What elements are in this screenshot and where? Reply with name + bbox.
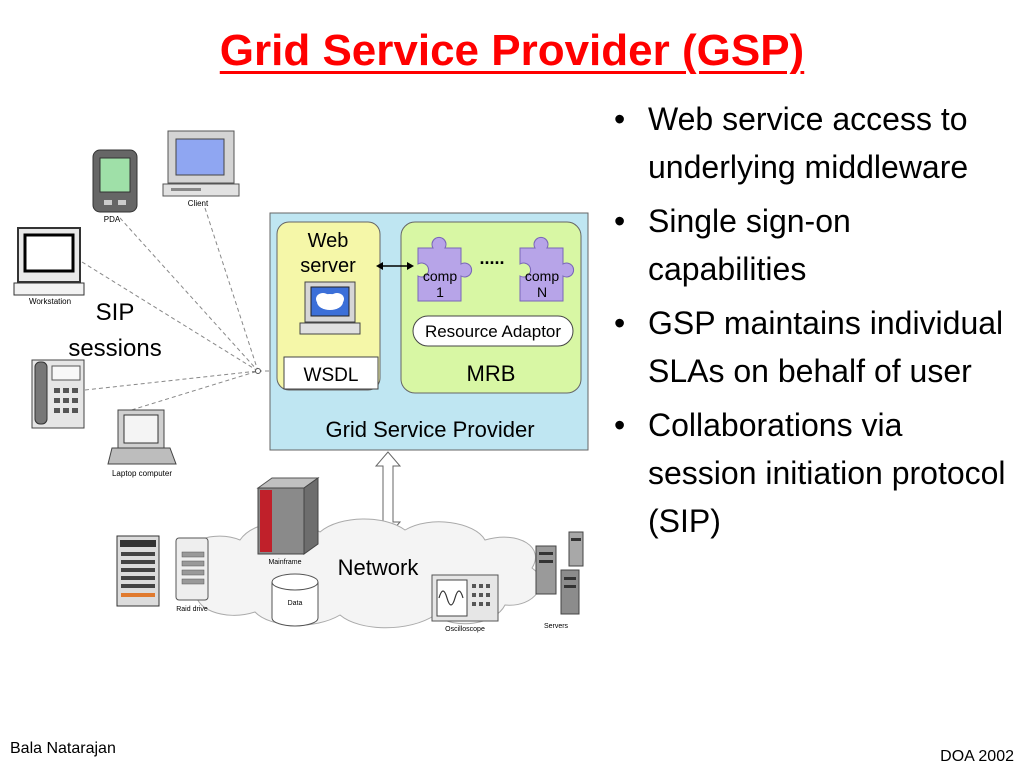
data-label: Data: [288, 600, 303, 607]
network-label: Network: [338, 555, 420, 580]
servers-label: Servers: [544, 623, 569, 630]
bullet-marker: •: [614, 305, 626, 341]
compN-label-line1: comp: [525, 268, 559, 284]
gsp-box-label: Grid Service Provider: [325, 417, 534, 442]
sip-line-pda: [119, 217, 259, 372]
sip-hub-point: [255, 368, 261, 374]
raid-drive-icon: [175, 537, 209, 601]
mainframe-label: Mainframe: [268, 559, 301, 566]
sip-line-phone: [84, 370, 259, 391]
gsp-architecture-diagram: SIP sessions PDA Client Workstation: [13, 130, 589, 633]
workstation-label: Workstation: [29, 297, 71, 306]
footer-author: Bala Natarajan: [10, 740, 116, 757]
laptop-label: Laptop computer: [112, 469, 172, 478]
bullet-marker: •: [614, 101, 626, 137]
sip-connection-lines: [81, 207, 283, 413]
raid-drive-label: Raid drive: [176, 606, 208, 613]
phone-icon: [31, 359, 85, 429]
compN-puzzle-icon: [519, 236, 575, 302]
bullet-text: Web service access to underlying middlew…: [648, 101, 969, 185]
workstation-icon: [13, 227, 85, 296]
resource-adaptor-box: [412, 315, 574, 347]
bullet-list: • Web service access to underlying middle…: [612, 95, 1017, 551]
pda-label: PDA: [104, 215, 121, 224]
bullet-item: • Web service access to underlying middle…: [612, 95, 1017, 191]
mrb-label: MRB: [467, 361, 516, 386]
oscilloscope-icon: [431, 574, 499, 622]
bullet-item: • Collaborations via session initiation p…: [612, 401, 1017, 545]
pda-icon: [92, 149, 138, 213]
compN-label-line2: N: [537, 284, 547, 300]
web-server-computer-icon: [299, 281, 361, 335]
bullet-text: Collaborations via session initiation pr…: [648, 407, 1006, 539]
sip-label-line2: sessions: [68, 335, 161, 362]
bullet-text: Single sign-on capabilities: [648, 203, 851, 287]
comp1-puzzle-icon: [417, 236, 473, 302]
laptop-icon: [107, 409, 177, 465]
servers-icon: [535, 531, 584, 615]
sip-line-laptop: [124, 370, 259, 413]
footer-event: DOA 2002: [940, 748, 1014, 765]
rack-storage-icon: [116, 535, 160, 607]
comp1-label-line2: 1: [436, 284, 444, 300]
data-cylinder-icon: [271, 573, 319, 627]
wsdl-box: [283, 356, 379, 390]
bullet-item: • Single sign-on capabilities: [612, 197, 1017, 293]
client-label: Client: [188, 199, 209, 208]
wsdl-label: WSDL: [304, 365, 359, 386]
sip-label-line1: SIP: [96, 299, 135, 326]
bullet-marker: •: [614, 407, 626, 443]
client-computer-icon: [162, 130, 240, 197]
web-server-label-line1: Web: [308, 230, 349, 252]
resource-adaptor-label: Resource Adaptor: [425, 322, 561, 341]
mainframe-icon: [256, 477, 320, 555]
comp1-label-line1: comp: [423, 268, 457, 284]
sip-line-client: [204, 207, 259, 372]
web-server-label-line2: server: [300, 255, 356, 277]
bullet-text: GSP maintains individual SLAs on behalf …: [648, 305, 1004, 389]
oscilloscope-label: Oscilloscope: [445, 626, 485, 633]
web-server-comp-arrow: [376, 262, 414, 270]
bullet-item: • GSP maintains individual SLAs on behalf…: [612, 299, 1017, 395]
slide-title: Grid Service Provider (GSP): [219, 26, 805, 75]
bullet-marker: •: [614, 203, 626, 239]
comp-ellipsis: .....: [479, 248, 504, 268]
